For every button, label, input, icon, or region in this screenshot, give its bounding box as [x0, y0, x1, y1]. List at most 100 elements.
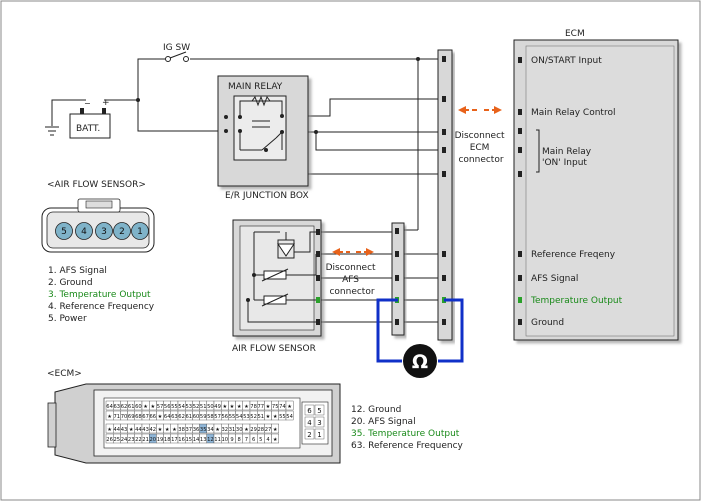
afs-legend-item: 4. Reference Frequency	[48, 302, 155, 312]
ecm-connector-pin-number: 56	[164, 404, 171, 410]
ecm-connector-pin-number: ★	[107, 427, 112, 433]
ecm-connector-pin-number: 51	[200, 404, 207, 410]
ecm-pin-label: Main Relay Control	[531, 108, 615, 118]
ecm-pin	[518, 297, 522, 303]
ecm-connector-pin-number: 53	[243, 414, 250, 420]
ecm-connector-pin	[285, 400, 294, 411]
ecm-connector-pin-number: 14	[193, 437, 200, 443]
ecm-connector-pin	[271, 423, 280, 434]
ecm-side-pin	[314, 416, 325, 428]
ecm-connector-pin-number: 8	[238, 437, 241, 443]
ecm-connector-pin-number: 62	[178, 414, 185, 420]
ground-icon	[45, 126, 59, 136]
ecm-connector-pin-number: 66	[149, 414, 156, 420]
ecm-pin	[518, 57, 522, 63]
afs-legend-item: 5. Power	[48, 314, 87, 324]
ecm-pin-label: AFS Signal	[531, 274, 578, 284]
ecm-connector-pin-number: 57	[157, 404, 164, 410]
ecm-connector-pin	[271, 433, 280, 444]
ecm-connector-pin-number: ★	[273, 437, 278, 443]
ecm-connector-pin-number: 57	[214, 414, 221, 420]
ecm-connector-pin-number: 60	[193, 414, 200, 420]
ecm-pin	[518, 251, 522, 257]
svg-text:+: +	[102, 98, 110, 108]
ecm-connector-pin-number: 42	[149, 427, 156, 433]
afs-connector-pin	[55, 222, 73, 240]
afs-connector-pin	[95, 222, 113, 240]
ecm-connector-pin-number: 63	[113, 404, 120, 410]
ecm-connector-pin-number: 5	[259, 437, 262, 443]
ecm-connector-pin-number: ★	[172, 427, 177, 433]
ecm-connector-pin-number: 49	[214, 404, 221, 410]
ecm-connector-pin-number: 55	[171, 404, 178, 410]
ecm-legend-item: 63. Reference Frequency	[351, 441, 464, 451]
ecm-connector-pin-number: 58	[207, 414, 214, 420]
ecm-connector-pin-number: 24	[121, 437, 128, 443]
ecm-connector-pin-number: ★	[273, 427, 278, 433]
wire-junction-dots	[136, 57, 420, 134]
afs-pin-number: 3	[101, 227, 107, 237]
ecm-connector-pin-number: ★	[150, 404, 155, 410]
ecm-connector-pin-number: 52	[250, 414, 257, 420]
ohmmeter-icon: Ω	[412, 351, 428, 373]
junction-box: MAIN RELAY	[217, 75, 309, 187]
ecm-connector-pin-number: 61	[128, 404, 135, 410]
afs-harness-connector	[391, 222, 405, 336]
ecm-connector-pin-number: 64	[106, 404, 113, 410]
ecm-connector-pin-number: 54	[178, 404, 185, 410]
ecm-connector-pin-number: 16	[178, 437, 185, 443]
svg-text:−: −	[84, 99, 91, 108]
ecm-connector-pin-number: 71	[113, 414, 120, 420]
afs-connector-pin	[75, 222, 93, 240]
ecm-connector-pin-number: 29	[250, 427, 257, 433]
ecm-connector-pin-number: 55	[229, 414, 236, 420]
ohmmeter-loop: Ω	[376, 298, 464, 378]
ecm-side-pin-number: 5	[317, 407, 321, 415]
afs-pin-number: 2	[119, 227, 125, 237]
ecm-connector-pin-number: 70	[121, 414, 128, 420]
ecm-connector-pin-number: ★	[287, 404, 292, 410]
ecm-connector-pin-number: 19	[157, 437, 164, 443]
ecm-connector-pin-number: ★	[143, 404, 148, 410]
ecm-connector-pin-number: 50	[207, 404, 214, 410]
ecm-connector-pin-number: 53	[185, 404, 192, 410]
ecm-connector-pin-number: 68	[135, 414, 142, 420]
ecm-side-pin-number: 4	[307, 419, 312, 427]
ecm-side-pin	[304, 404, 315, 416]
ecm-pin-label: Reference Freqeny	[531, 250, 616, 260]
ecm-pin	[518, 109, 522, 115]
afs-legend-item: 1. AFS Signal	[48, 266, 107, 276]
afs-section-title: <AIR FLOW SENSOR>	[47, 180, 146, 190]
ecm-connector-pin-number: 20	[149, 437, 156, 443]
ecm-connector-pin-number: 75	[272, 404, 279, 410]
afs-pin-number: 1	[137, 227, 143, 237]
ecm-connector-pin-number: 43	[142, 427, 149, 433]
ecm-connector-pin-number: 59	[200, 414, 207, 420]
ecm-connector-pin-number: ★	[107, 414, 112, 420]
ecm-connector-pin-number: 13	[200, 437, 207, 443]
ecm-legend-item: 20. AFS Signal	[351, 417, 416, 427]
ecm-connector-pin-number: 17	[171, 437, 178, 443]
ecm-pin	[518, 171, 522, 177]
ecm-connector-pin-number: 61	[185, 414, 192, 420]
ecm-pin	[518, 147, 522, 153]
ecm-side-pin-number: 1	[317, 431, 321, 439]
ecm-connector-pin-number: 7	[245, 437, 248, 443]
disconnect-afs-arrow-icon	[332, 248, 374, 256]
afs-legend-item: 2. Ground	[48, 278, 93, 288]
air-flow-sensor-box	[232, 219, 322, 337]
ecm-legend-item: 12. Ground	[351, 405, 401, 415]
ecm-connector-pin-number: 64	[164, 414, 171, 420]
ecm-pin	[518, 319, 522, 325]
ecm-connector-pin-number: 4	[266, 437, 270, 443]
ecm-legend-item: 35. Temperature Output	[351, 429, 460, 439]
ecm-connector-pin-number: 6	[252, 437, 255, 443]
ecm-connector-pin-number: ★	[158, 414, 163, 420]
ecm-pin-label: ON/START Input	[531, 56, 602, 66]
ecm-connector-pin-number: 15	[185, 437, 192, 443]
ecm-connector-pin-number: 35	[200, 427, 207, 433]
ecm-side-pin-number: 6	[307, 407, 312, 415]
